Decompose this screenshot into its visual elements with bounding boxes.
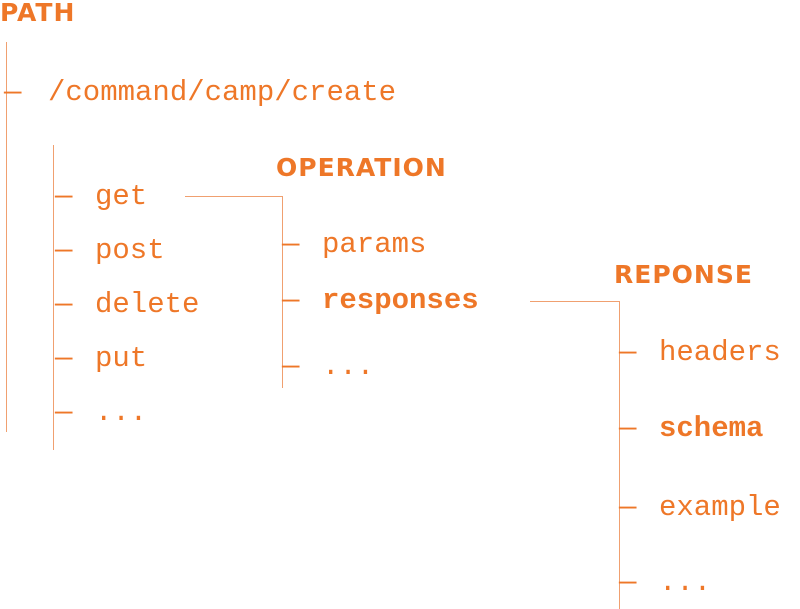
method-post: post bbox=[95, 234, 165, 267]
response-example: example bbox=[659, 491, 781, 524]
operation-heading: OPERATION bbox=[276, 153, 447, 182]
method-more: ... bbox=[95, 396, 148, 429]
path-tree-line bbox=[6, 42, 7, 432]
method-put: put bbox=[95, 342, 148, 375]
response-heading: REPONSE bbox=[614, 260, 753, 289]
response-tree-line bbox=[619, 301, 620, 609]
operation-params: params bbox=[322, 228, 427, 261]
response-headers: headers bbox=[659, 336, 781, 369]
response-dash: — bbox=[619, 336, 637, 369]
response-dash: — bbox=[619, 491, 637, 524]
get-to-operation-connector bbox=[185, 196, 283, 197]
method-dash: — bbox=[55, 180, 73, 213]
operation-dash: — bbox=[282, 228, 300, 261]
method-dash: — bbox=[55, 396, 73, 429]
path-endpoint-dash: — bbox=[4, 76, 22, 109]
operation-dash: — bbox=[282, 350, 300, 383]
response-more: ... bbox=[659, 566, 712, 599]
responses-to-response-connector bbox=[530, 301, 620, 302]
methods-tree-line bbox=[53, 145, 54, 450]
method-dash: — bbox=[55, 288, 73, 321]
method-delete: delete bbox=[95, 288, 200, 321]
operation-dash: — bbox=[282, 284, 300, 317]
operation-tree-line bbox=[282, 196, 283, 388]
path-endpoint: /command/camp/create bbox=[48, 76, 397, 109]
path-heading: PATH bbox=[0, 0, 76, 27]
response-schema: schema bbox=[659, 412, 764, 445]
operation-more: ... bbox=[322, 350, 375, 383]
method-get: get bbox=[95, 180, 148, 213]
response-dash: — bbox=[619, 566, 637, 599]
method-dash: — bbox=[55, 234, 73, 267]
response-dash: — bbox=[619, 412, 637, 445]
method-dash: — bbox=[55, 342, 73, 375]
operation-responses: responses bbox=[322, 284, 479, 317]
